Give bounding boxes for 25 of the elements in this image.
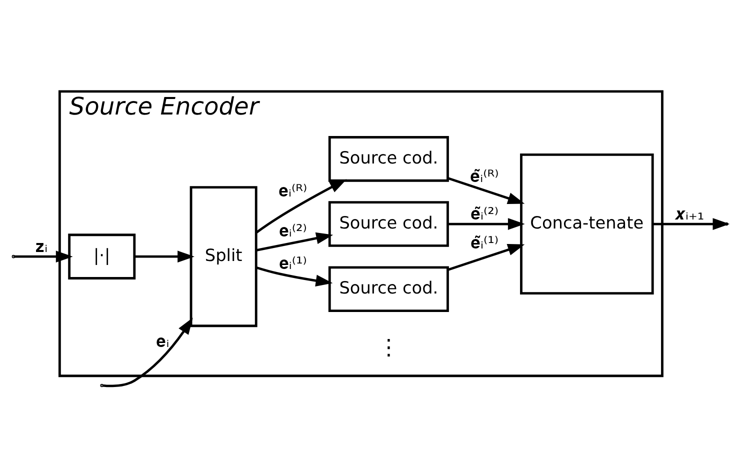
arrow xyxy=(256,232,334,251)
node-box: Source cod. xyxy=(328,200,449,246)
edge-label: 𝐞̃ᵢ⁽ᴿ⁾ xyxy=(470,166,499,186)
arrow xyxy=(103,317,193,387)
edge-label: 𝐳ᵢ xyxy=(36,235,48,256)
node-box: Source cod. xyxy=(328,136,449,182)
edge-label: 𝐞ᵢ⁽ᴿ⁾ xyxy=(278,180,308,200)
arrow xyxy=(448,244,525,270)
node-box: |·| xyxy=(68,233,136,279)
edge-label: 𝒙ᵢ₊₁ xyxy=(674,202,704,223)
arrow xyxy=(448,176,525,204)
arrow xyxy=(448,218,525,230)
edge-label: 𝐞̃ᵢ⁽¹⁾ xyxy=(470,232,499,252)
node-box: Conca-tenate xyxy=(520,153,654,294)
node-box: Split xyxy=(190,186,258,327)
arrow xyxy=(256,266,333,286)
node-box: Source cod. xyxy=(328,266,449,312)
arrow xyxy=(256,178,347,234)
label: ⋮ xyxy=(378,335,400,360)
arrow xyxy=(134,250,194,262)
edge-label: 𝐞̃ᵢ⁽²⁾ xyxy=(470,202,499,223)
arrow xyxy=(14,250,73,262)
edge-label: 𝐞ᵢ⁽¹⁾ xyxy=(278,252,307,272)
edge-label: 𝐞ᵢ⁽²⁾ xyxy=(278,220,307,240)
edge-label: 𝐞ᵢ xyxy=(156,330,170,351)
